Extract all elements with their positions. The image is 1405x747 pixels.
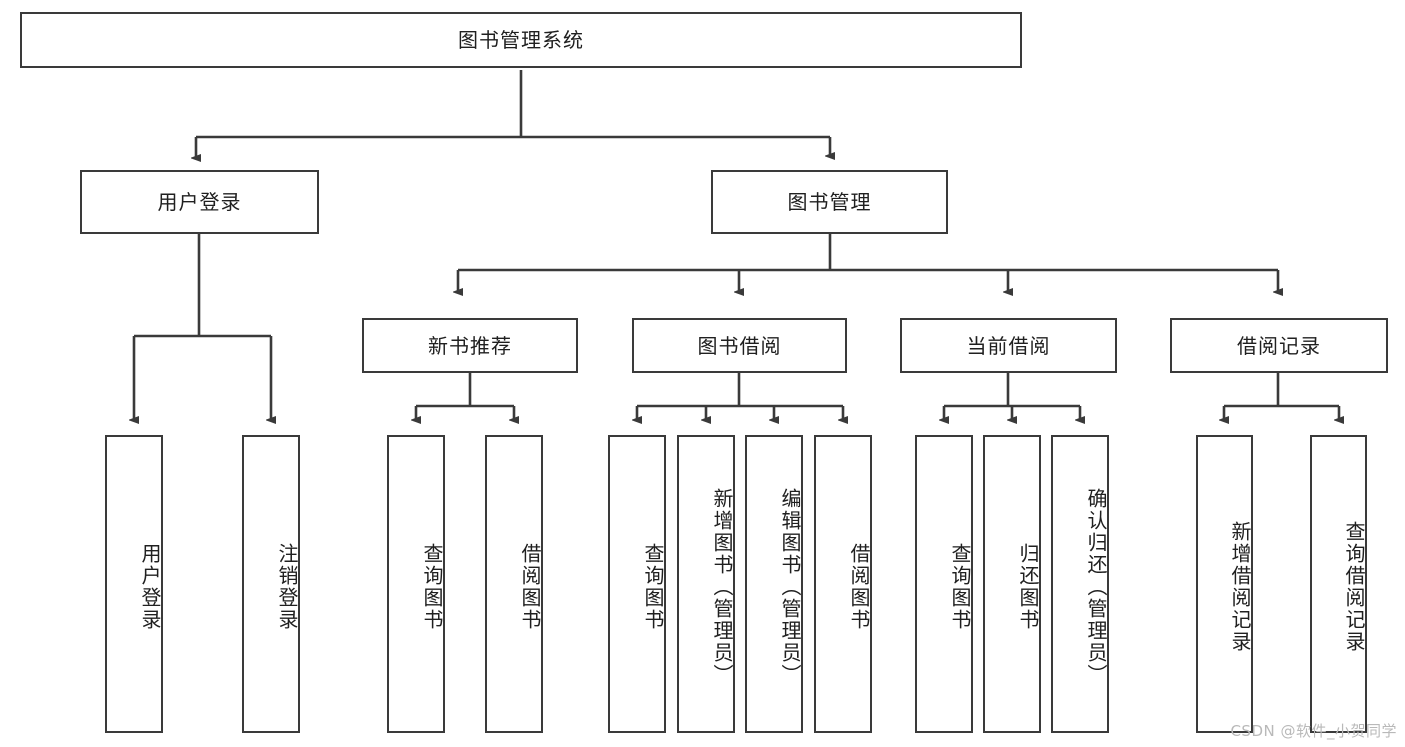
node-label: 编辑图书（管理员） — [778, 488, 802, 686]
leaf-borrow-edit-book-admin[interactable]: 编辑图书（管理员） — [745, 435, 803, 733]
node-new-book-recommend[interactable]: 新书推荐 — [362, 318, 578, 373]
node-label: 查询图书 — [641, 543, 665, 631]
node-borrow-record[interactable]: 借阅记录 — [1170, 318, 1388, 373]
node-label: 借阅图书 — [518, 543, 542, 631]
node-label: 图书管理 — [787, 190, 872, 214]
node-book-borrow[interactable]: 图书借阅 — [632, 318, 847, 373]
leaf-current-confirm-return-admin[interactable]: 确认归还（管理员） — [1051, 435, 1109, 733]
node-label: 注销登录 — [275, 543, 299, 631]
leaf-current-query-book[interactable]: 查询图书 — [915, 435, 973, 733]
node-label: 借阅图书 — [847, 543, 871, 631]
node-label: 查询图书 — [420, 543, 444, 631]
leaf-record-query-record[interactable]: 查询借阅记录 — [1310, 435, 1367, 733]
node-label: 借阅记录 — [1237, 333, 1321, 358]
leaf-borrow-query-book[interactable]: 查询图书 — [608, 435, 666, 733]
node-label: 归还图书 — [1016, 543, 1040, 631]
node-book-management[interactable]: 图书管理 — [711, 170, 948, 234]
node-label: 查询借阅记录 — [1342, 521, 1366, 653]
node-label: 新增借阅记录 — [1228, 521, 1252, 653]
leaf-recommend-query-book[interactable]: 查询图书 — [387, 435, 445, 733]
leaf-current-return-book[interactable]: 归还图书 — [983, 435, 1041, 733]
node-label: 用户登录 — [157, 190, 242, 214]
leaf-recommend-borrow-book[interactable]: 借阅图书 — [485, 435, 543, 733]
node-label: 当前借阅 — [966, 333, 1051, 358]
node-label: 图书借阅 — [697, 333, 782, 358]
leaf-borrow-add-book-admin[interactable]: 新增图书（管理员） — [677, 435, 735, 733]
leaf-user-login-login[interactable]: 用户登录 — [105, 435, 163, 733]
node-label: 确认归还（管理员） — [1084, 488, 1108, 686]
node-label: 查询图书 — [948, 543, 972, 631]
leaf-user-login-logout[interactable]: 注销登录 — [242, 435, 300, 733]
node-user-login[interactable]: 用户登录 — [80, 170, 319, 234]
node-current-borrow[interactable]: 当前借阅 — [900, 318, 1117, 373]
leaf-borrow-borrow-book[interactable]: 借阅图书 — [814, 435, 872, 733]
node-label: 新书推荐 — [428, 333, 512, 358]
leaf-record-add-record[interactable]: 新增借阅记录 — [1196, 435, 1253, 733]
node-root-system[interactable]: 图书管理系统 — [20, 12, 1022, 68]
node-label: 图书管理系统 — [458, 28, 584, 52]
node-label: 用户登录 — [138, 543, 162, 631]
node-label: 新增图书（管理员） — [710, 488, 734, 686]
